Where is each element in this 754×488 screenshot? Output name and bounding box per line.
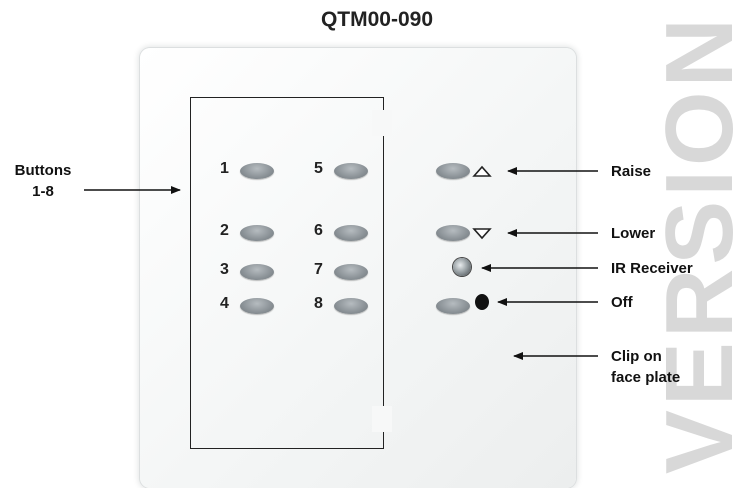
button-number-8: 8 <box>314 295 323 312</box>
button-number-6: 6 <box>314 222 323 239</box>
down-triangle-icon <box>472 228 492 240</box>
ir-receiver-lens-icon <box>453 258 471 276</box>
buttons-callout: Buttons 1-8 <box>8 160 78 202</box>
button-number-4: 4 <box>220 295 229 312</box>
ir-receiver-callout: IR Receiver <box>611 260 693 277</box>
button-number-2: 2 <box>220 222 229 239</box>
buttons-callout-line1: Buttons <box>14 162 72 179</box>
button-8[interactable] <box>334 298 368 314</box>
button-1[interactable] <box>240 163 274 179</box>
button-number-7: 7 <box>314 261 323 278</box>
off-callout: Off <box>611 294 633 311</box>
button-5[interactable] <box>334 163 368 179</box>
diagram-title: QTM00-090 <box>320 8 434 31</box>
bracket-gap-bottom <box>372 406 392 432</box>
black-dot-icon <box>475 294 489 310</box>
annotation-overlay <box>84 165 598 360</box>
button-number-1: 1 <box>220 160 229 177</box>
buttons-callout-line2: 1-8 <box>32 183 54 200</box>
button-3[interactable] <box>240 264 274 280</box>
up-triangle-icon <box>472 165 492 177</box>
off-button[interactable] <box>436 298 470 314</box>
button-6[interactable] <box>334 225 368 241</box>
clip-callout-line1: Clip on <box>611 348 662 365</box>
clip-callout: Clip on face plate <box>611 346 680 388</box>
buttons-bracket <box>190 97 384 449</box>
button-number-5: 5 <box>314 160 323 177</box>
raise-callout: Raise <box>611 163 652 180</box>
button-number-3: 3 <box>220 261 229 278</box>
button-2[interactable] <box>240 225 274 241</box>
lower-callout: Lower <box>611 225 656 242</box>
raise-button[interactable] <box>436 163 470 179</box>
button-4[interactable] <box>240 298 274 314</box>
button-7[interactable] <box>334 264 368 280</box>
clip-callout-line2: face plate <box>611 369 681 386</box>
lower-button[interactable] <box>436 225 470 241</box>
bracket-gap-top <box>372 110 392 136</box>
